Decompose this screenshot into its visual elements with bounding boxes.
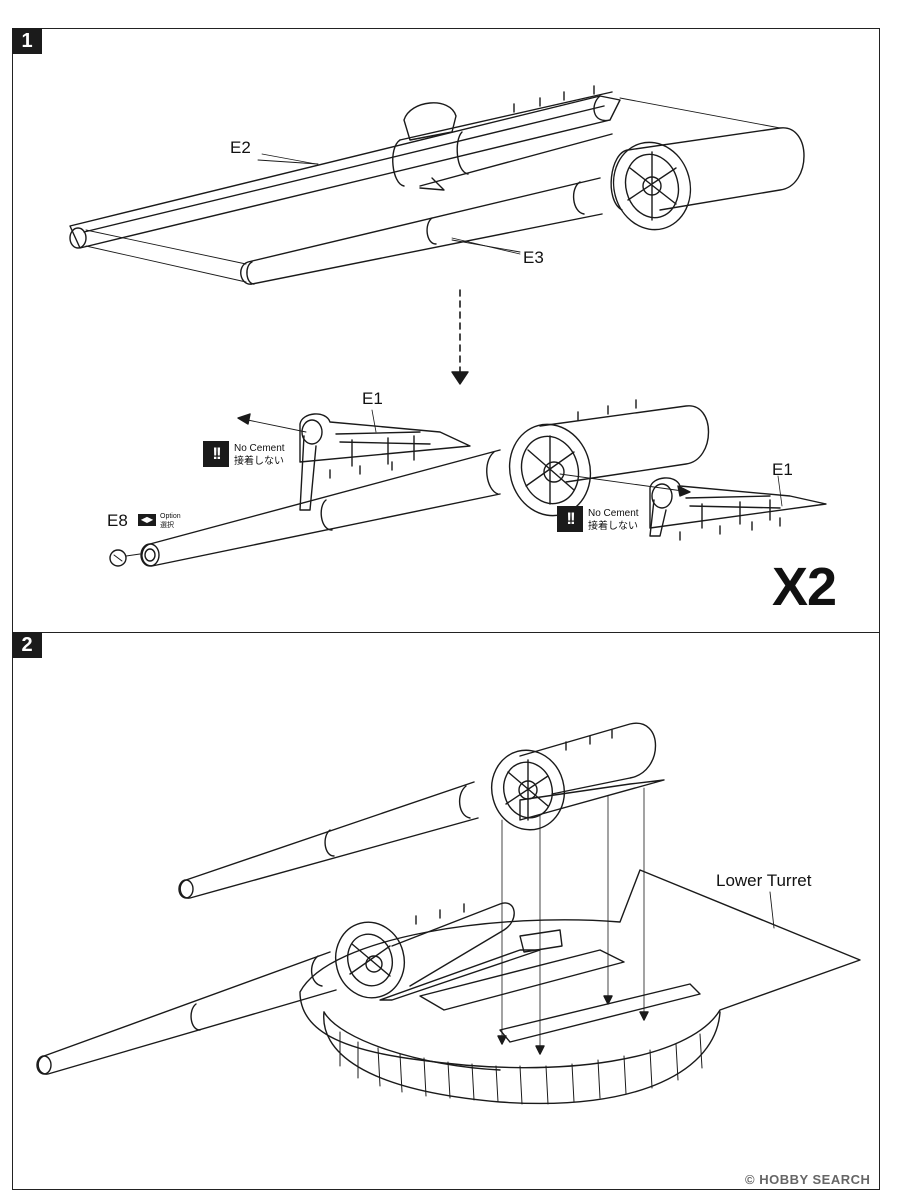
lower-turret [36,869,861,1105]
warning-icon-right: !! [557,506,583,532]
gun-barrel-e2-e3-exploded [69,85,805,285]
part-label-e2: E2 [230,138,251,157]
gun-assembled [109,399,710,567]
option-icon: ◀▶ [138,514,156,526]
part-label-e1-right: E1 [772,460,793,479]
watermark: © HOBBY SEARCH [745,1172,871,1187]
part-label-e1-left: E1 [362,389,383,408]
part-label-e8: E8 [107,511,128,530]
no-cement-label-right-en: No Cement [588,508,639,519]
e1-cradle-left [237,413,471,511]
quantity-multiplier: X2 [772,557,837,617]
lower-turret-label: Lower Turret [716,871,812,890]
warning-icon-left: !! [203,441,229,467]
upper-gun-assembly [178,722,665,1055]
option-label-jp: 選択 [160,522,174,529]
step-1-number: 1 [12,28,42,54]
part-label-e3: E3 [523,248,544,267]
step-2-number: 2 [12,632,42,658]
e1-cradle-right [559,473,827,541]
no-cement-label-left-jp: 接着しない [234,456,284,467]
assembly-arrow-down [451,289,469,385]
step-2-panel [12,632,880,1190]
no-cement-label-left-en: No Cement [234,443,285,454]
option-label-en: Option [160,513,181,520]
no-cement-label-right-jp: 接着しない [588,521,638,532]
